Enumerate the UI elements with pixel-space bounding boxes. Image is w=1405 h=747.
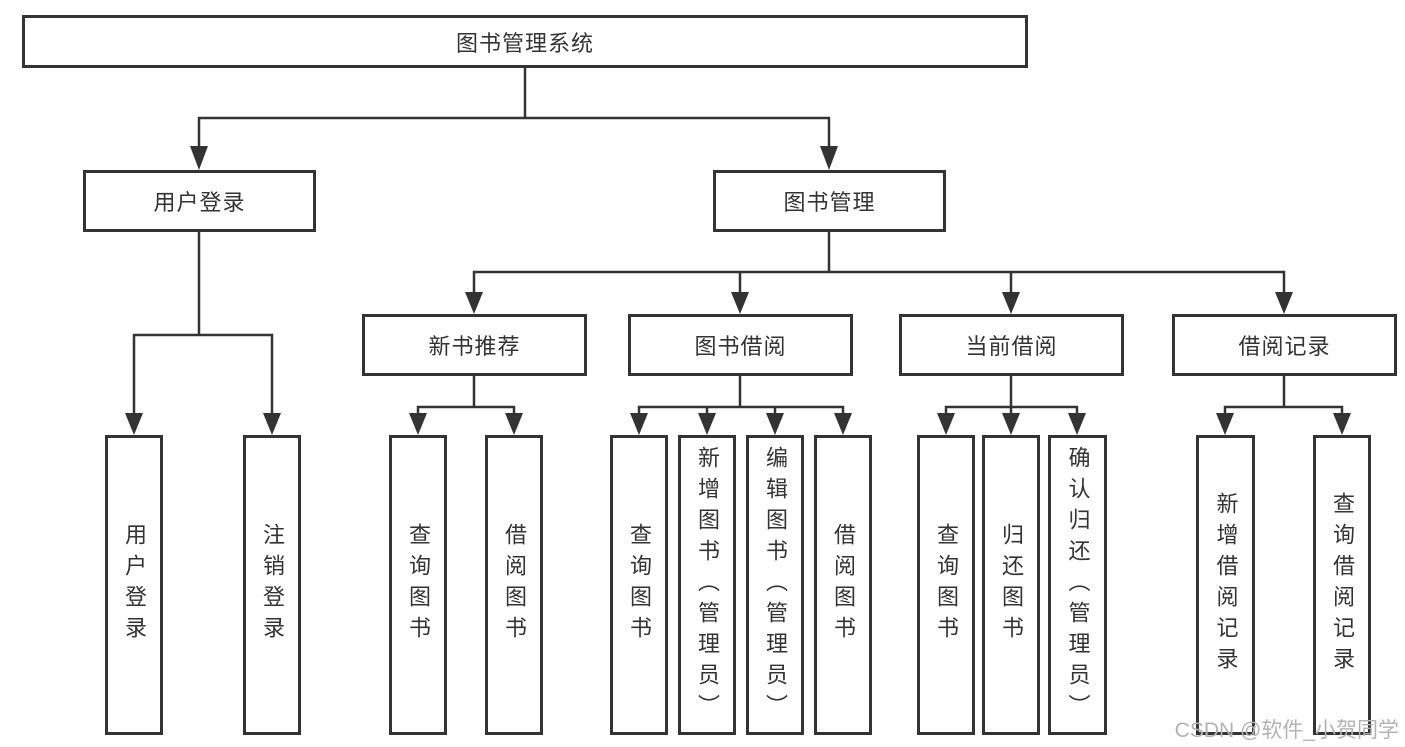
node-borrowing-records: 借阅记录 [1172,314,1397,376]
arrowhead-leaf-c2 [698,413,716,435]
arrowhead-to-leaf-user-login [125,413,143,435]
edge-new-book-recommend-bar [416,405,516,416]
arrowhead-to-user-login [190,146,208,170]
leaf-query-borrow-record: 查询借阅记录 [1313,435,1371,735]
edge-book-borrowing-bar [637,405,845,416]
leaf-return-books: 归还图书 [982,435,1040,735]
node-user-login: 用户登录 [83,170,316,232]
arrowhead-leaf-c3 [766,413,784,435]
leaf-query-books-recommend: 查询图书 [389,435,447,735]
csdn-watermark: CSDN @软件_小贺同学 [1174,719,1399,742]
arrowhead-leaf-c4 [834,413,852,435]
leaf-logout: 注销登录 [243,435,301,735]
arrowhead-leaf-b2 [505,413,523,435]
node-library-management-system: 图书管理系统 [22,15,1028,68]
edge-book-management-bar [472,270,1286,296]
leaf-borrow-books-recommend: 借阅图书 [485,435,543,735]
leaf-borrow-books-borrowing: 借阅图书 [814,435,872,735]
arrowhead-leaf-b1 [409,413,427,435]
leaf-add-books-admin: 新增图书（管理员） [678,435,736,735]
leaf-query-books-borrowing: 查询图书 [610,435,668,735]
edge-user-login-bar [132,333,274,416]
node-book-management: 图书管理 [713,170,946,232]
leaf-add-borrow-record: 新增借阅记录 [1196,435,1255,735]
arrowhead-to-leaf-logout [263,413,281,435]
node-new-book-recommend: 新书推荐 [362,314,587,376]
arrowhead-to-current-borrowing [1002,292,1020,314]
node-book-borrowing: 图书借阅 [628,314,853,376]
arrowhead-to-borrowing-records [1275,292,1293,314]
leaf-edit-books-admin: 编辑图书（管理员） [746,435,804,735]
leaf-query-books-current: 查询图书 [917,435,975,735]
arrowhead-leaf-d2 [1002,413,1020,435]
arrowhead-leaf-c1 [630,413,648,435]
edge-root-bar [197,116,831,147]
node-current-borrowing: 当前借阅 [899,314,1124,376]
arrowhead-to-new-book-recommend [465,292,483,314]
edge-borrowing-records-bar [1223,405,1344,416]
arrowhead-leaf-d1 [937,413,955,435]
leaf-user-login: 用户登录 [105,435,163,735]
arrowhead-to-book-borrowing [731,292,749,314]
arrowhead-leaf-e1 [1216,413,1234,435]
leaf-confirm-return-admin: 确认归还（管理员） [1048,435,1107,735]
arrowhead-leaf-e2 [1333,413,1351,435]
arrowhead-to-book-management [820,146,838,170]
arrowhead-leaf-d3 [1068,413,1086,435]
